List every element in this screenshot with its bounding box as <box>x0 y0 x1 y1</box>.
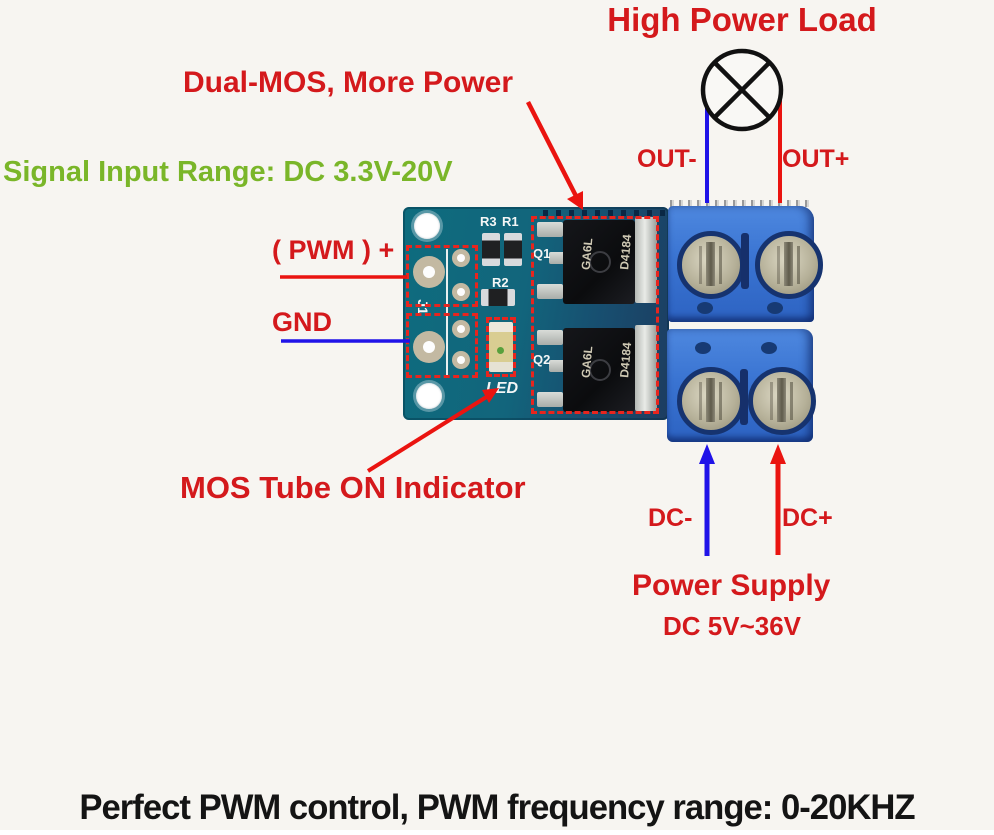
power-supply-label: Power Supply <box>632 569 831 602</box>
dc-plus-arrow-head <box>770 444 786 464</box>
bottom-white-strip <box>0 830 994 835</box>
terminal-divider <box>741 233 749 289</box>
pwm-input-callout-box <box>406 245 478 307</box>
dc-plus-screw <box>748 367 816 435</box>
small-pad-1 <box>452 249 470 267</box>
mounting-hole-bottom <box>416 383 442 409</box>
dual-mos-arrow-line <box>525 100 580 200</box>
small-pad-2 <box>452 283 470 301</box>
gnd-label: GND <box>272 307 332 337</box>
q1-package-ring <box>589 251 611 273</box>
supply-terminal-block <box>667 329 816 442</box>
screw-slot <box>706 242 715 286</box>
pwm-label: ( PWM ) + <box>272 235 395 265</box>
mos-indicator-label: MOS Tube ON Indicator <box>180 470 526 505</box>
high-power-load-label: High Power Load <box>607 1 877 38</box>
bottom-note-label: Perfect PWM control, PWM frequency range… <box>79 788 915 827</box>
silkscreen-r2-label: R2 <box>492 275 509 290</box>
terminal-notch <box>761 342 777 354</box>
q2-package-ring <box>589 359 611 381</box>
dual-mos-arrow-head <box>567 191 583 210</box>
terminal-teeth <box>670 200 812 207</box>
out-minus-screw <box>677 231 745 299</box>
dual-mos-label: Dual-MOS, More Power <box>183 66 514 99</box>
screw-slot <box>784 242 793 286</box>
dc-plus-label: DC+ <box>782 504 833 532</box>
output-terminal-block <box>668 206 823 322</box>
out-minus-label: OUT- <box>637 145 697 173</box>
small-pad-4 <box>452 351 470 369</box>
silkscreen-line <box>446 249 448 375</box>
dc-minus-arrow-head <box>699 444 715 464</box>
small-pad-3 <box>452 320 470 338</box>
q1-pin-mid <box>549 252 565 264</box>
terminal-notch <box>695 342 711 354</box>
out-plus-screw <box>755 231 823 299</box>
mosfet-q1-tab <box>635 217 657 303</box>
gnd-input-callout-box <box>406 313 478 378</box>
resistor-r1 <box>504 233 522 266</box>
q2-pin-mid <box>549 360 565 372</box>
pcb-board: J1 R3 R1 R2 LED GA6L D4184 Q1 <box>403 207 669 420</box>
screw-slot <box>777 378 786 422</box>
signal-input-range-label: Signal Input Range: DC 3.3V-20V <box>3 156 453 188</box>
via-row <box>543 210 665 216</box>
silkscreen-q2-label: Q2 <box>533 352 551 367</box>
mosfet-q2-tab <box>635 325 657 411</box>
mounting-hole-top <box>414 213 440 239</box>
resistor-r3 <box>482 233 500 266</box>
screw-slot <box>706 378 715 422</box>
terminal-notch <box>767 302 783 314</box>
q1-pin-bottom <box>537 284 563 299</box>
silkscreen-r1-label: R1 <box>502 214 519 229</box>
lamp-cross-2 <box>712 60 772 120</box>
terminal-divider <box>740 369 748 425</box>
mosfet-callout-box <box>531 216 659 414</box>
q2-pin-top <box>537 330 563 345</box>
gnd-pad <box>413 331 445 363</box>
led-die <box>497 347 504 354</box>
q1-pin-top <box>537 222 563 237</box>
mos-indicator-arrow-head <box>482 388 499 403</box>
pwm-pad <box>413 256 445 288</box>
supply-range-label: DC 5V~36V <box>663 611 802 641</box>
terminal-notch <box>697 302 713 314</box>
dc-minus-label: DC- <box>648 504 693 532</box>
silkscreen-q1-label: Q1 <box>533 246 551 261</box>
led-callout-box <box>486 317 516 377</box>
silkscreen-r3-label: R3 <box>480 214 497 229</box>
resistor-r2 <box>481 289 515 306</box>
out-plus-label: OUT+ <box>782 145 850 173</box>
mos-indicator-arrow-line <box>366 394 490 473</box>
q2-pin-bottom <box>537 392 563 407</box>
